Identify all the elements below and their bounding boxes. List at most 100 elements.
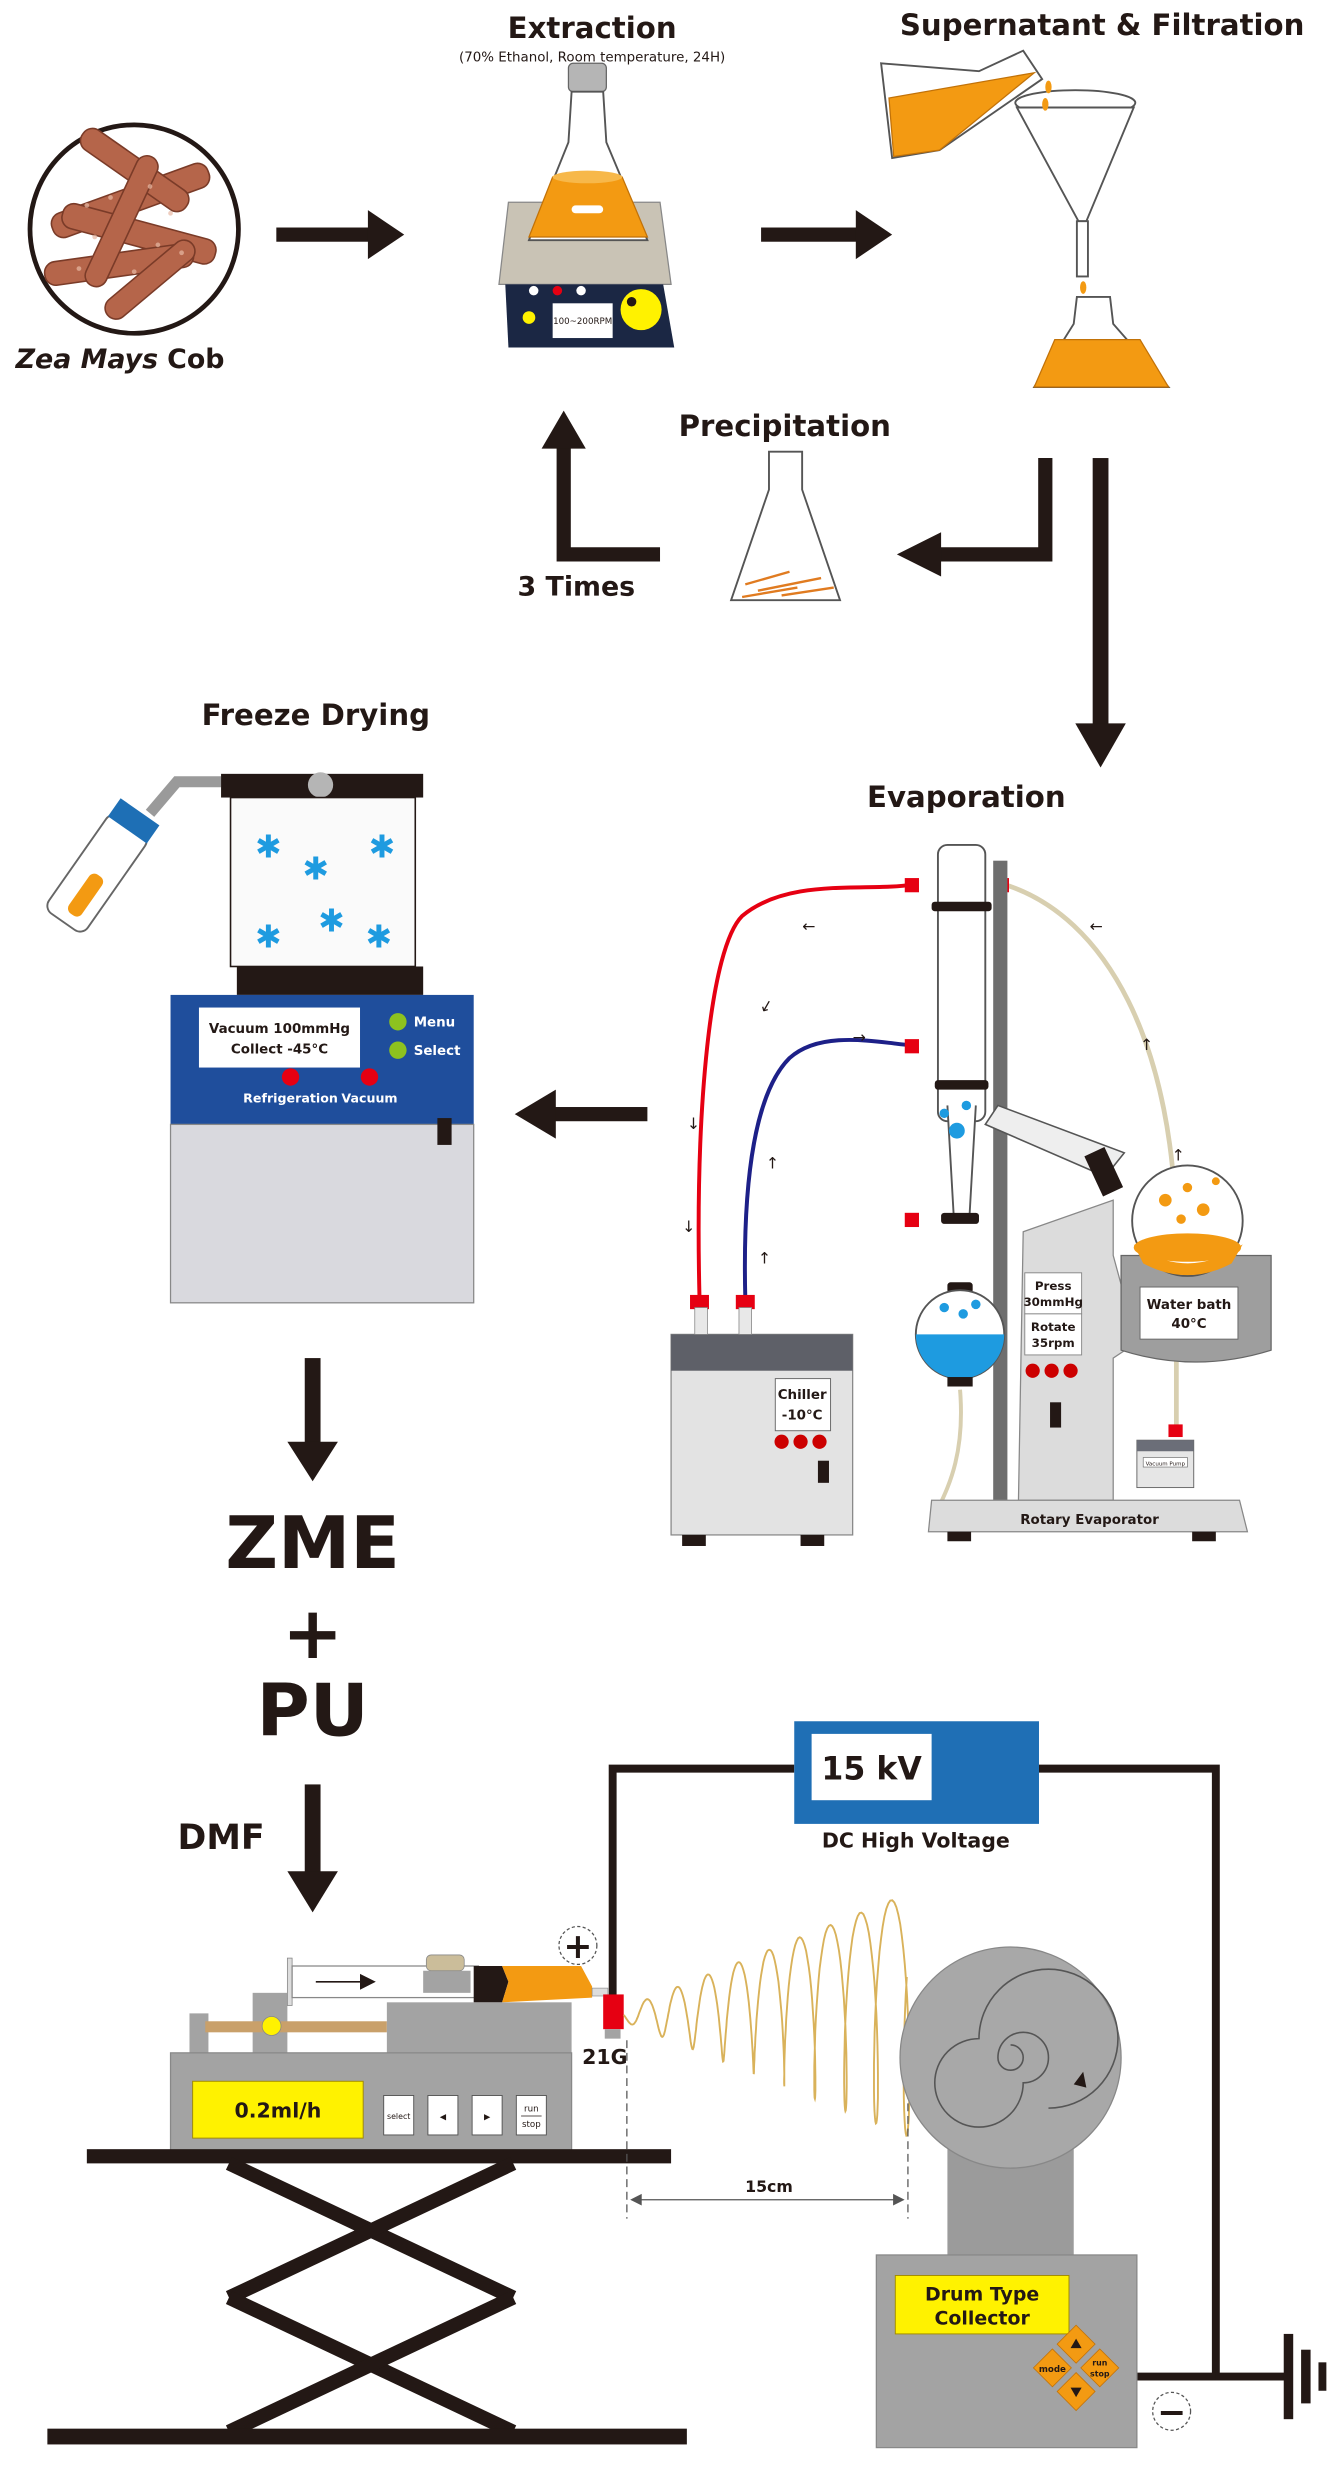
arrow-right-icon [761, 210, 893, 260]
precipitation-flask-illustration [729, 450, 842, 602]
repeat-count-label: 3 Times [518, 571, 636, 602]
select-button [389, 1041, 407, 1059]
rotate-value: 35rpm [1032, 1336, 1075, 1350]
vacuum-label: Vacuum [341, 1090, 397, 1105]
select-button-label: Select [414, 1044, 461, 1059]
source-label-part: Cob [167, 344, 224, 375]
filtration-illustration [880, 49, 1171, 388]
rotate-label: Rotate [1031, 1320, 1076, 1334]
rotary-evaporator-label: Rotary Evaporator [1020, 1513, 1159, 1528]
ground-symbol-icon [1283, 2333, 1327, 2420]
scissor-lift-table [47, 2149, 687, 2445]
arrow-down-icon [287, 1784, 338, 1913]
snowflake-icons: ✱ ✱ ✱ ✱ ✱ ✱ [255, 830, 395, 956]
chiller-label: Chiller [778, 1388, 827, 1403]
product-label: ZME [225, 1502, 400, 1586]
svg-text:↓: ↓ [687, 1114, 700, 1133]
vacuum-pump-label: Vacuum Pump [1146, 1461, 1186, 1467]
svg-text:✱: ✱ [366, 920, 392, 956]
pump-run-stop-button: run stop [515, 2095, 547, 2136]
evaporation-title: Evaporation [867, 780, 1066, 814]
svg-text:✱: ✱ [303, 852, 329, 888]
water-bath-label: Water bath [1147, 1298, 1232, 1313]
stirrer-speed-display: 100~200RPM [553, 317, 612, 327]
negative-terminal-icon: − [1152, 2391, 1192, 2433]
rotary-evaporator-illustration: ← ← → ↑ ↑ ↓ ↓ ← ↑ ↑ Rotary Evaporator Press 30… [670, 843, 1272, 1546]
freeze-dryer-display-line1: Vacuum 100mmHg [209, 1022, 350, 1037]
collector-label-line1: Drum Type [925, 2284, 1039, 2306]
press-label: Press [1035, 1279, 1072, 1293]
menu-button [389, 1013, 407, 1031]
svg-text:✱: ✱ [318, 904, 344, 940]
pump-select-button: select [383, 2095, 415, 2136]
svg-text:←: ← [802, 917, 815, 936]
svg-text:stop: stop [1090, 2370, 1110, 2379]
freeze-dryer-display-line2: Collect -45°C [231, 1042, 328, 1057]
svg-text:↑: ↑ [758, 1248, 771, 1267]
chiller-value: -10°C [782, 1409, 823, 1424]
source-label-species: Zea Mays [15, 344, 159, 375]
arrow-down-icon [1075, 458, 1126, 768]
freeze-drying-title: Freeze Drying [202, 698, 430, 732]
pump-left-button: ◂ [427, 2095, 459, 2136]
svg-text:✱: ✱ [369, 830, 395, 866]
high-voltage-supply: 15 kV [794, 1721, 1039, 1824]
arrow-down-icon [287, 1358, 338, 1482]
extraction-title: Extraction [508, 11, 677, 45]
needle-gauge-label: 21G [582, 2045, 627, 2069]
solvent-label: DMF [178, 1818, 265, 1858]
polymer-label: PU [257, 1669, 369, 1753]
fiber-jet [622, 1899, 911, 2137]
svg-text:✱: ✱ [255, 920, 281, 956]
distance-label: 15cm [745, 2177, 793, 2196]
flow-rate-display: 0.2ml/h [234, 2099, 321, 2123]
svg-text:run: run [1092, 2358, 1107, 2367]
ground-wire [1038, 1764, 1287, 2381]
positive-wire [608, 1764, 795, 1998]
filtration-title: Supernatant & Filtration [900, 8, 1305, 42]
positive-terminal-icon: + [558, 1925, 598, 1967]
collector-label-line2: Collector [934, 2307, 1030, 2329]
svg-text:◂: ◂ [440, 2109, 447, 2124]
pump-right-button: ▸ [471, 2095, 503, 2136]
svg-text:→: → [853, 1027, 866, 1046]
collector-run-stop-button [1080, 2348, 1120, 2388]
svg-text:←: ← [754, 995, 777, 1016]
menu-button-label: Menu [414, 1015, 456, 1030]
freeze-dryer-illustration: ✱ ✱ ✱ ✱ ✱ ✱ Vacuum 100mmHg Collect -45°C… [46, 772, 475, 1304]
voltage-supply-label: DC High Voltage [822, 1829, 1010, 1853]
svg-text:↑: ↑ [766, 1154, 779, 1173]
plus-sign: + [282, 1592, 343, 1676]
precipitation-title: Precipitation [679, 409, 891, 443]
svg-text:↑: ↑ [1172, 1146, 1185, 1165]
drum-collector: Drum Type Collector mode run stop [875, 1946, 1138, 2449]
extraction-conditions: (70% Ethanol, Room temperature, 24H) [459, 51, 725, 66]
svg-text:←: ← [1090, 917, 1103, 936]
magnetic-stirrer-illustration: 100~200RPM [498, 62, 675, 348]
needle-clip [603, 1994, 624, 2030]
svg-text:+: + [563, 1927, 592, 1967]
power-switch-icon [437, 1118, 452, 1145]
vacuum-indicator [360, 1068, 379, 1086]
svg-text:−: − [1157, 2393, 1186, 2433]
press-value: 30mmHg [1023, 1295, 1082, 1309]
svg-text:mode: mode [1039, 2365, 1066, 2375]
arrow-left-icon [514, 1089, 648, 1139]
arrow-right-icon [276, 210, 405, 260]
arrow-left-elbow-icon [896, 458, 1053, 577]
refrigeration-label: Refrigeration [243, 1090, 338, 1105]
svg-text:▸: ▸ [484, 2109, 491, 2124]
refrigeration-indicator [281, 1068, 300, 1086]
svg-text:↓: ↓ [682, 1217, 695, 1236]
svg-text:↑: ↑ [1140, 1035, 1153, 1054]
corn-cob-illustration [27, 122, 241, 336]
svg-text:stop: stop [522, 2120, 541, 2130]
svg-text:✱: ✱ [255, 830, 281, 866]
voltage-value: 15 kV [821, 1752, 922, 1788]
arrow-loop-up-icon [541, 410, 661, 562]
svg-text:select: select [387, 2112, 410, 2121]
svg-text:run: run [524, 2104, 539, 2114]
collector-mode-button [1032, 2348, 1072, 2388]
syringe-pump: 0.2ml/h select ◂ ▸ run stop [169, 1954, 609, 2152]
